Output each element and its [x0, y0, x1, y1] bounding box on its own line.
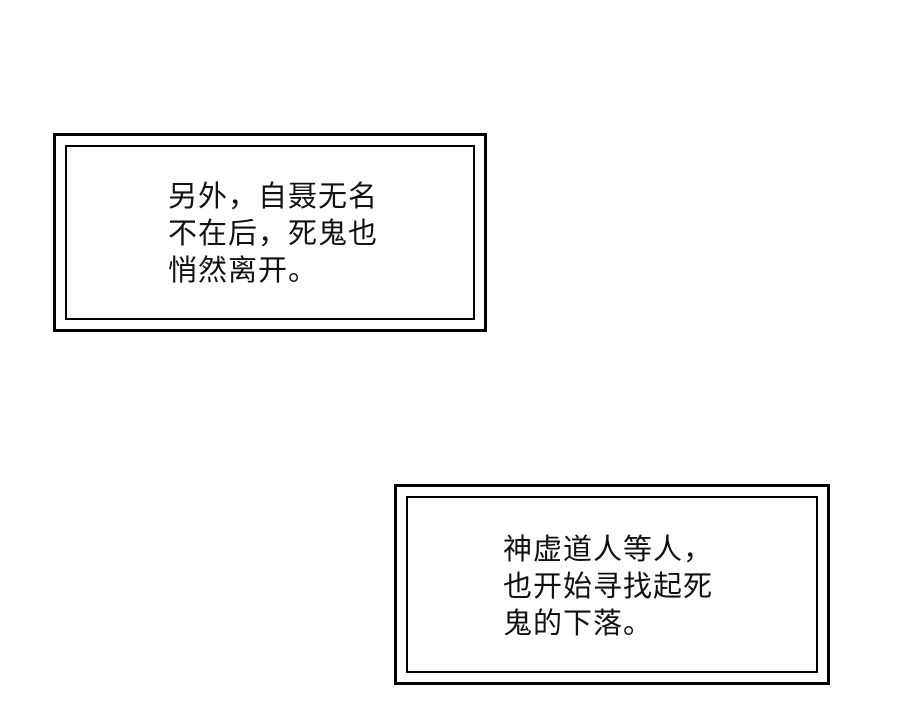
caption-line: 不在后，死鬼也 — [168, 216, 379, 250]
caption-line: 悄然离开。 — [168, 253, 319, 287]
caption-box-1: 另外，自聂无名 不在后，死鬼也 悄然离开。 — [53, 133, 487, 332]
caption-line: 也开始寻找起死 — [503, 569, 714, 603]
caption-inner-border-2 — [406, 496, 818, 673]
caption-line: 神虚道人等人， — [503, 532, 714, 566]
caption-line: 鬼的下落。 — [503, 606, 654, 640]
caption-text-2: 神虚道人等人， 也开始寻找起死 鬼的下落。 — [503, 531, 713, 642]
caption-inner-border-1 — [65, 145, 475, 320]
caption-text-1: 另外，自聂无名 不在后，死鬼也 悄然离开。 — [168, 178, 378, 289]
caption-box-2: 神虚道人等人， 也开始寻找起死 鬼的下落。 — [394, 484, 830, 685]
caption-line: 另外，自聂无名 — [168, 179, 379, 213]
